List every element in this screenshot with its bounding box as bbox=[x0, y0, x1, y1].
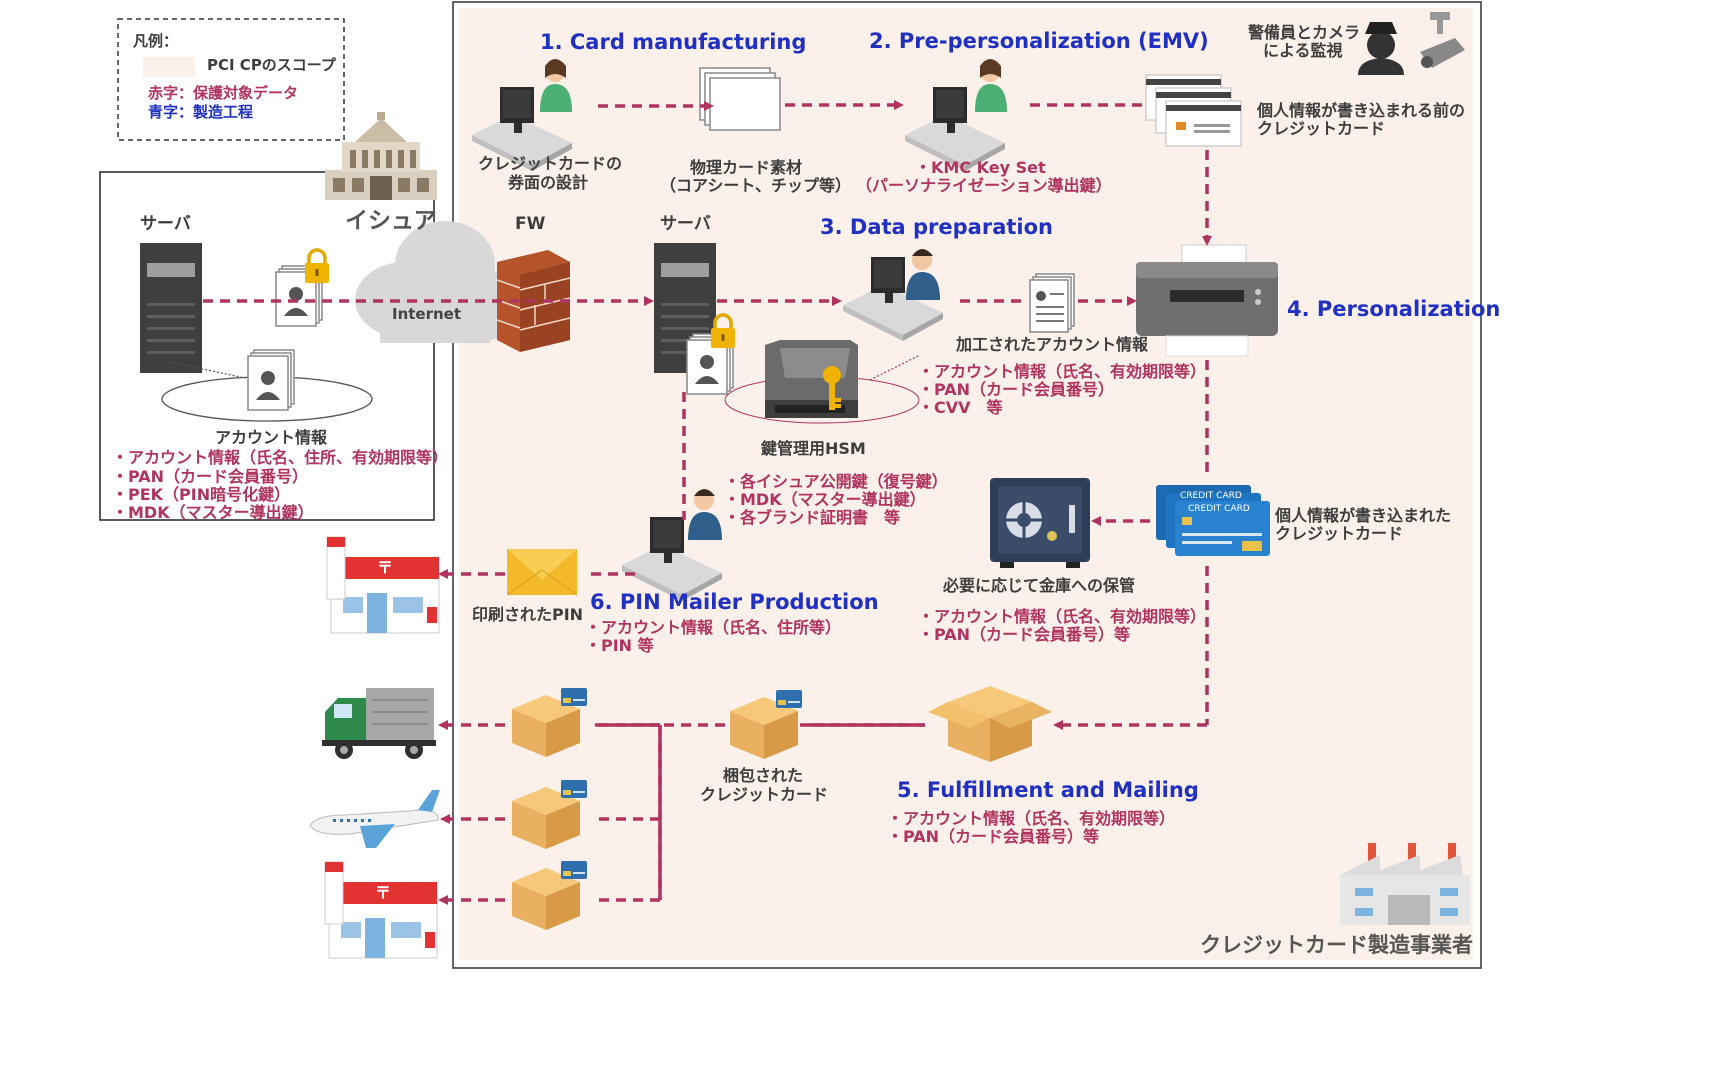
issuer-account-title: アカウント情報 bbox=[215, 428, 328, 447]
credit-card-icon bbox=[561, 861, 587, 879]
kmc-label: ・KMC Key Set bbox=[915, 158, 1046, 177]
issuer-title: イシュア bbox=[345, 208, 437, 234]
issuer-building-icon bbox=[325, 112, 437, 200]
security-camera-icon bbox=[1420, 12, 1465, 68]
printed-pin-label: 印刷されたPIN bbox=[472, 605, 584, 624]
hsm-label: 鍵管理用HSM bbox=[761, 439, 866, 458]
key-icon bbox=[823, 366, 841, 410]
post-office-icon bbox=[326, 536, 440, 634]
card-brand-text: CREDIT CARD bbox=[1188, 504, 1250, 514]
truck-icon bbox=[322, 688, 436, 759]
legend-title: 凡例： bbox=[133, 32, 179, 50]
physical-material-label: （コアシート、チップ等） bbox=[660, 176, 852, 195]
personalized-card-label: 個人情報が書き込まれた bbox=[1275, 506, 1452, 525]
hsm-item: ・各ブランド証明書 等 bbox=[724, 508, 901, 527]
personalized-card-label: クレジットカード bbox=[1275, 524, 1404, 543]
blank-card-icon bbox=[1145, 74, 1242, 147]
security-guard-icon bbox=[1358, 22, 1404, 75]
legend-blue-text: 青字：製造工程 bbox=[148, 103, 254, 121]
legend-scope: PCI CPのスコープ bbox=[207, 56, 336, 74]
personalized-card-icon bbox=[1156, 485, 1270, 556]
envelope-icon bbox=[506, 549, 578, 596]
step-6-title: 6. PIN Mailer Production bbox=[590, 590, 879, 614]
hsm-item: ・各イシュア公開鍵（復号鍵） bbox=[724, 472, 948, 491]
factory-icon bbox=[1340, 843, 1470, 925]
legend-red-text: 赤字：保護対象データ bbox=[148, 84, 299, 102]
hsm-item: ・MDK（マスター導出鍵） bbox=[724, 490, 926, 509]
hsm-device-icon bbox=[765, 340, 858, 418]
issuer-account-item: ・PAN（カード会員番号） bbox=[112, 467, 309, 486]
issuer-account-item: ・PEK（PIN暗号化鍵） bbox=[112, 485, 291, 504]
credit-card-icon bbox=[561, 780, 587, 798]
dp-item: ・PAN（カード会員番号） bbox=[918, 380, 1115, 399]
card-design-label: クレジットカードの bbox=[478, 154, 623, 173]
guard-label: 警備員とカメラ bbox=[1248, 23, 1361, 42]
airplane-icon bbox=[309, 790, 440, 848]
physical-material-label: 物理カード素材 bbox=[690, 158, 803, 177]
credit-card-icon bbox=[561, 688, 587, 706]
dp-item: ・CVV 等 bbox=[918, 398, 1003, 417]
manufacturer-server-label: サーバ bbox=[660, 214, 711, 234]
issuer-data-doc-icon bbox=[247, 349, 295, 411]
fw-label: FW bbox=[515, 214, 546, 234]
card-material-icon bbox=[699, 67, 781, 131]
manufacturer-title: クレジットカード製造事業者 bbox=[1200, 933, 1473, 957]
packed-card-label: 梱包された bbox=[723, 766, 804, 785]
safe-item: ・アカウント情報（氏名、有効期限等） bbox=[918, 607, 1207, 626]
guard-label: による監視 bbox=[1263, 41, 1343, 60]
open-box-icon bbox=[928, 686, 1052, 762]
step-4-title: 4. Personalization bbox=[1287, 297, 1501, 321]
issuer-account-item: ・アカウント情報（氏名、住所、有効期限等） bbox=[112, 448, 449, 467]
card-brand-text-back: CREDIT CARD bbox=[1180, 491, 1242, 501]
issuer-account-item: ・MDK（マスター導出鍵） bbox=[112, 503, 314, 522]
kmc-label: （パーソナライゼーション導出鍵） bbox=[856, 176, 1112, 195]
step-5-title: 5. Fulfillment and Mailing bbox=[897, 778, 1199, 802]
fulfill-item: ・PAN（カード会員番号）等 bbox=[887, 827, 1100, 846]
blank-card-label: 個人情報が書き込まれる前の bbox=[1257, 101, 1466, 120]
internet-label: Internet bbox=[392, 305, 462, 323]
dp-item: ・アカウント情報（氏名、有効期限等） bbox=[918, 362, 1207, 381]
step-3-title: 3. Data preparation bbox=[820, 215, 1053, 239]
issuer-server-label: サーバ bbox=[140, 214, 191, 234]
safe-item: ・PAN（カード会員番号）等 bbox=[918, 625, 1131, 644]
card-printer-icon bbox=[1136, 244, 1278, 357]
safe-icon bbox=[990, 478, 1090, 568]
credit-card-icon bbox=[776, 690, 802, 708]
processed-account-doc-icon bbox=[1029, 273, 1075, 333]
fulfill-item: ・アカウント情報（氏名、有効期限等） bbox=[887, 809, 1176, 828]
designer-person-icon bbox=[540, 59, 572, 112]
safe-label: 必要に応じて金庫への保管 bbox=[943, 576, 1136, 595]
step-2-title: 2. Pre-personalization (EMV) bbox=[869, 29, 1209, 53]
emv-person-icon bbox=[975, 59, 1007, 112]
processed-account-label: 加工されたアカウント情報 bbox=[956, 335, 1149, 354]
card-design-label: 券面の設計 bbox=[508, 173, 589, 192]
pin-mailer-person-icon bbox=[688, 489, 722, 540]
packed-card-label: クレジットカード bbox=[700, 785, 829, 804]
data-prep-person-icon bbox=[906, 249, 940, 300]
pin-item: ・アカウント情報（氏名、住所等） bbox=[585, 618, 842, 637]
pin-item: ・PIN 等 bbox=[585, 636, 654, 655]
issuer-server-icon bbox=[140, 243, 202, 373]
step-1-title: 1. Card manufacturing bbox=[540, 30, 807, 54]
post-office-icon-2 bbox=[324, 861, 438, 959]
blank-card-label: クレジットカード bbox=[1257, 119, 1386, 138]
